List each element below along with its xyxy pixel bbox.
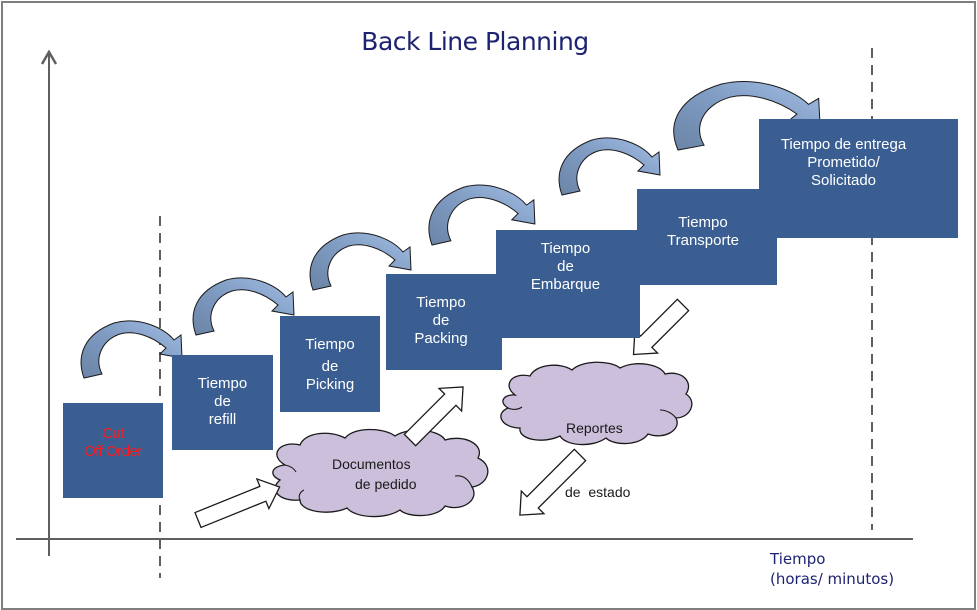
block-arrow-icon [519,448,587,516]
step-text: Tiempo [197,375,248,392]
step-text: Prometido/ [807,154,880,171]
step-text: de [321,358,339,375]
diagram-title: Back Line Planning [361,27,589,56]
curved-arrow-icon [559,138,660,195]
step-text: Off Order [84,443,142,460]
step-text: Tiempo [305,336,355,353]
step-text: Cut [102,425,124,442]
curved-arrow-icon [310,233,411,290]
step-text: Tiempo [540,240,591,257]
block-arrow-icon [194,477,281,529]
step-text: Picking [305,376,355,393]
cloud-documentos-de-pedido: Documentos de pedido [332,454,417,494]
step-text: Transporte [667,232,739,249]
cloud-text-line: de pedido [355,476,417,492]
step-text: Embarque [530,276,601,293]
cloud-documentos-shape [272,428,489,518]
cloud-reportes-de-estado: Reportes de estado [565,378,630,522]
step-tiempo-picking: Tiempo de Picking [280,316,380,412]
block-arrow-icon [403,386,464,447]
step-tiempo-packing: Tiempo de Packing [386,274,502,370]
curved-arrow-icon [429,185,535,245]
step-tiempo-embarque: Tiempo de Embarque [496,230,640,338]
cloud-text-line: Reportes [566,420,623,436]
curved-arrow-icon [674,82,820,150]
step-tiempo-transporte: Tiempo Transporte [637,189,777,285]
step-tiempo-refill: Tiempo de refill [172,355,273,450]
x-axis-label: Tiempo (horas/ minutos) [770,549,894,589]
step-text: Tiempo de entrega [780,136,907,153]
step-text: de [432,312,450,329]
step-text: de [214,393,231,410]
cloud-reportes-shape [500,361,693,446]
step-cut-off-order: Cut Off Order [63,403,163,498]
curved-arrow-icon [81,321,182,378]
step-text: de [557,258,574,275]
step-text: Tiempo [678,214,728,231]
x-axis-label-title: Tiempo [770,550,826,568]
step-tiempo-entrega: Tiempo de entrega Prometido/ Solicitado [759,119,958,238]
y-axis-arrowhead-icon [40,49,58,65]
step-text: Solicitado [810,172,877,189]
block-arrow-icon [632,298,690,356]
curved-arrow-icon [193,278,294,335]
step-text: refill [208,411,237,428]
step-text: Tiempo [416,294,466,311]
cloud-text-line: Documentos [332,456,411,472]
step-text: Packing [414,330,468,347]
cloud-text-line: de estado [565,484,631,500]
x-axis-label-units: (horas/ minutos) [770,570,895,588]
